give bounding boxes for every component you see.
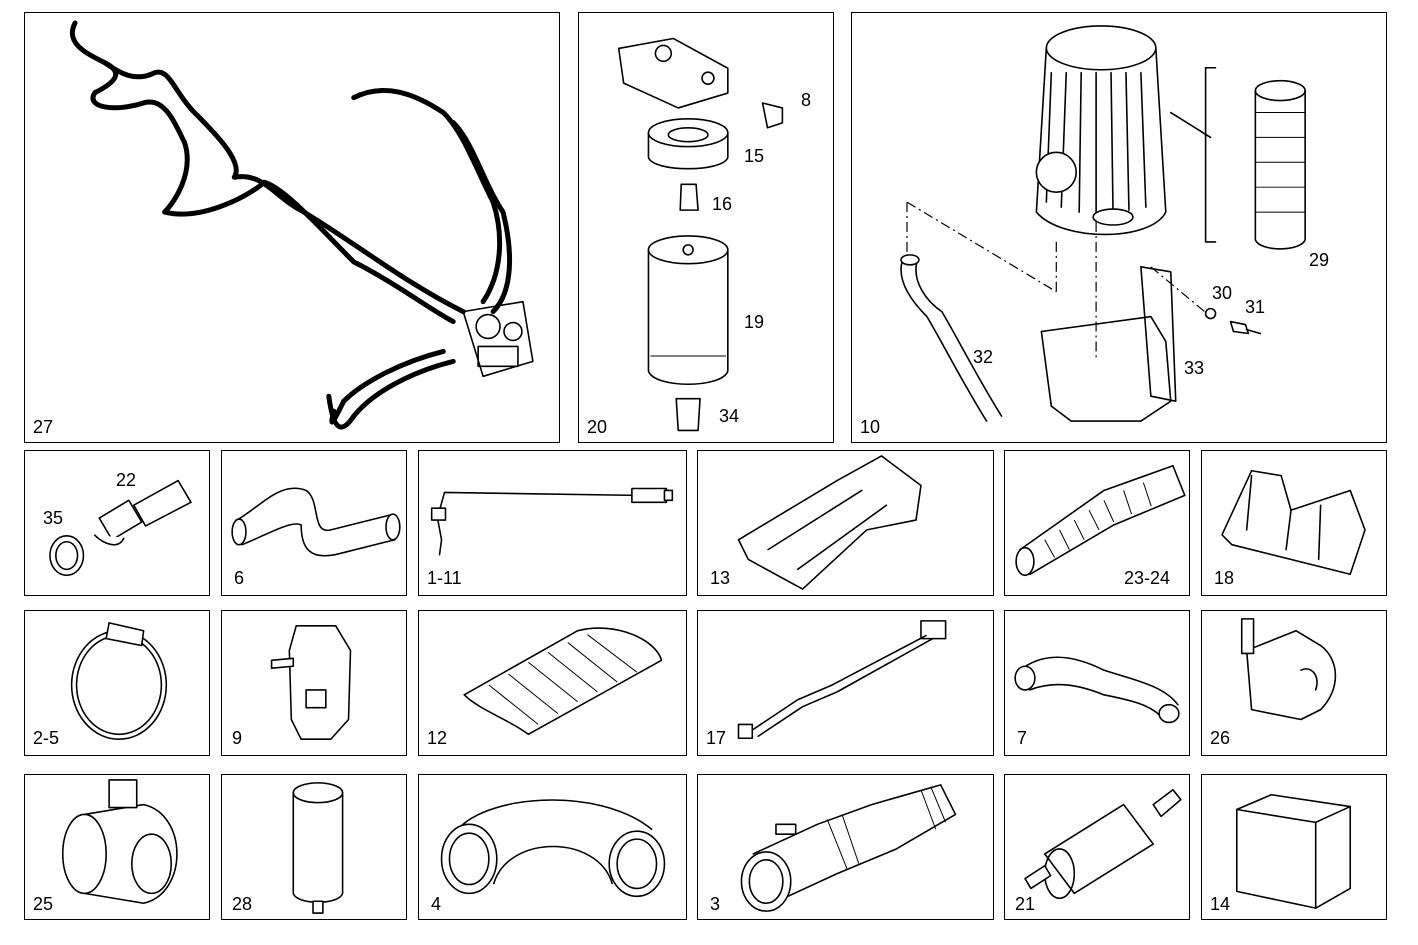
panel-21-fuel-filter[interactable]: 21 bbox=[1004, 774, 1190, 920]
valve-drawing bbox=[270, 625, 352, 741]
panel-18-label: 18 bbox=[1214, 568, 1235, 588]
mass-airflow-sensor-drawing bbox=[61, 779, 178, 905]
callout-31: 31 bbox=[1245, 297, 1266, 317]
panel-10-label: 10 bbox=[860, 417, 881, 437]
panel-2-5-label: 2-5 bbox=[33, 728, 60, 748]
panel-4-label: 4 bbox=[431, 894, 442, 914]
panel-27-wiring-harness[interactable]: 27 bbox=[24, 12, 560, 443]
panel-22-connector[interactable]: 22 35 bbox=[24, 450, 210, 596]
callout-32: 32 bbox=[973, 347, 994, 367]
pipe-drawing bbox=[1014, 656, 1180, 724]
panel-9-label: 9 bbox=[232, 728, 243, 748]
panel-2-5-clamp[interactable]: 2-5 bbox=[24, 610, 210, 756]
panel-28-label: 28 bbox=[232, 894, 253, 914]
panel-12-heat-shield[interactable]: 12 bbox=[418, 610, 687, 756]
panel-12-label: 12 bbox=[427, 728, 448, 748]
fuel-filter-drawing bbox=[617, 37, 784, 432]
panel-21-label: 21 bbox=[1015, 894, 1036, 914]
callout-16: 16 bbox=[712, 194, 733, 214]
panel-6-label: 6 bbox=[234, 568, 245, 588]
panel-3-label: 3 bbox=[710, 894, 721, 914]
air-filter-drawing bbox=[900, 25, 1306, 422]
elbow-drawing bbox=[440, 799, 666, 898]
panel-18-bracket[interactable]: 18 bbox=[1201, 450, 1387, 596]
panel-7-label: 7 bbox=[1017, 728, 1028, 748]
temperature-sensor-drawing bbox=[737, 620, 947, 740]
relay-drawing bbox=[1236, 793, 1352, 909]
wiring-harness-drawing bbox=[69, 20, 534, 430]
callout-19: 19 bbox=[744, 312, 765, 332]
inline-filter-drawing bbox=[1024, 789, 1182, 900]
panel-7-pipe[interactable]: 7 bbox=[1004, 610, 1190, 756]
sensor-drawing bbox=[430, 487, 674, 556]
hose-drawing bbox=[231, 487, 401, 557]
panel-26-holder[interactable]: 26 bbox=[1201, 610, 1387, 756]
callout-35: 35 bbox=[43, 508, 64, 528]
panel-25-label: 25 bbox=[33, 894, 54, 914]
callout-33: 33 bbox=[1184, 358, 1205, 378]
panel-17-sensor[interactable]: 17 bbox=[697, 610, 994, 756]
panel-20-label: 20 bbox=[587, 417, 608, 437]
panel-14-relay[interactable]: 14 bbox=[1201, 774, 1387, 920]
panel-27-label: 27 bbox=[33, 417, 54, 437]
panel-10-air-filter[interactable]: 29 30 31 32 33 10 bbox=[851, 12, 1387, 443]
fuel-pump-drawing bbox=[292, 782, 344, 914]
panel-23-24-hose[interactable]: 23-24 bbox=[1004, 450, 1190, 596]
panel-26-label: 26 bbox=[1210, 728, 1231, 748]
panel-4-elbow[interactable]: 4 bbox=[418, 774, 687, 920]
callout-30: 30 bbox=[1212, 283, 1233, 303]
panel-1-11-label: 1-11 bbox=[427, 568, 462, 588]
heat-shield-drawing bbox=[737, 455, 922, 590]
panel-9-valve[interactable]: 9 bbox=[221, 610, 407, 756]
corrugated-shield-drawing bbox=[463, 627, 663, 736]
panel-20-fuel-filter[interactable]: 8 15 16 19 34 20 bbox=[578, 12, 834, 443]
panel-6-hose[interactable]: 6 bbox=[221, 450, 407, 596]
intake-duct-drawing bbox=[740, 784, 957, 912]
panel-14-label: 14 bbox=[1210, 894, 1231, 914]
panel-3-intake[interactable]: 3 bbox=[697, 774, 994, 920]
callout-29: 29 bbox=[1309, 250, 1330, 270]
panel-28-fuel-pump[interactable]: 28 bbox=[221, 774, 407, 920]
panel-13-heat-shield[interactable]: 13 bbox=[697, 450, 994, 596]
connector-drawing bbox=[49, 479, 192, 577]
bracket-drawing bbox=[1221, 469, 1366, 576]
panel-17-label: 17 bbox=[706, 728, 727, 748]
panel-23-24-label: 23-24 bbox=[1124, 568, 1171, 588]
callout-22: 22 bbox=[116, 470, 137, 490]
holder-drawing bbox=[1240, 618, 1337, 721]
hose-clamp-drawing bbox=[70, 622, 168, 741]
callout-8: 8 bbox=[801, 90, 812, 110]
panel-13-label: 13 bbox=[710, 568, 731, 588]
callout-34: 34 bbox=[719, 406, 740, 426]
callout-15: 15 bbox=[744, 146, 765, 166]
panel-25-mass-airflow[interactable]: 25 bbox=[24, 774, 210, 920]
panel-1-11-sensor[interactable]: 1-11 bbox=[418, 450, 687, 596]
corrugated-hose-drawing bbox=[1015, 465, 1186, 577]
